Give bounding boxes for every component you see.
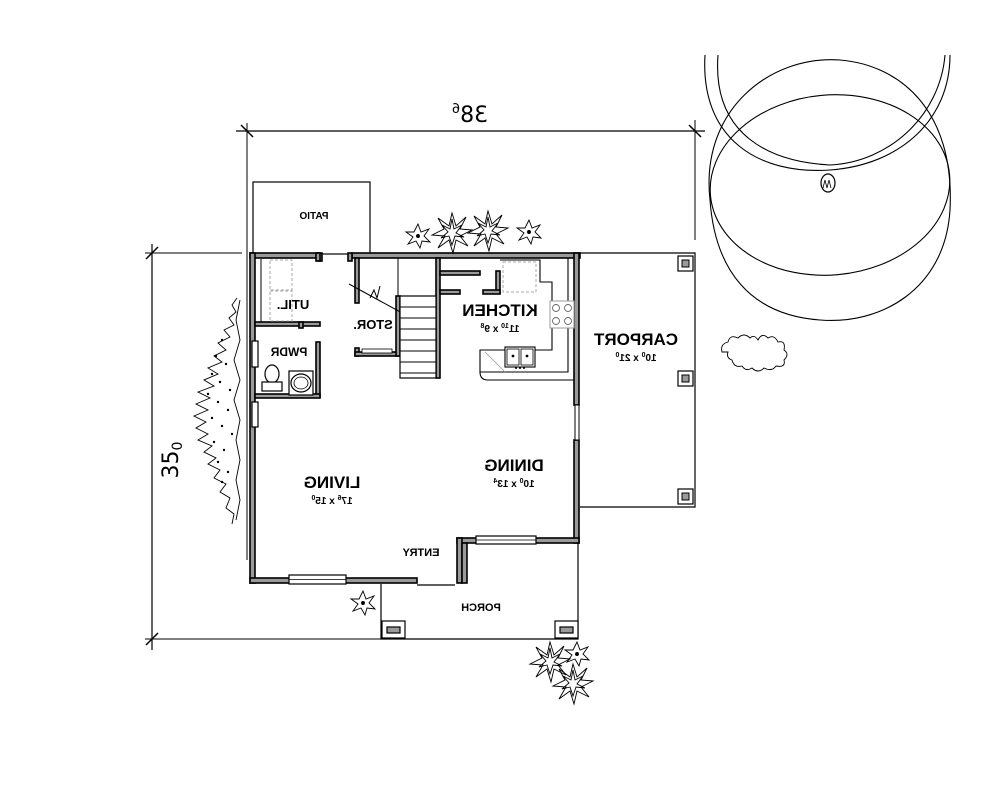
carport-slab [580,252,696,508]
svg-text:PWDR: PWDR [270,345,307,359]
shrub-bed-left [192,297,241,525]
dimension-width: 386 [236,102,705,560]
stor-door-swing [348,283,405,354]
svg-text:PATIO: PATIO [299,211,328,222]
svg-text:100 x 210: 100 x 210 [615,352,656,364]
svg-text:ENTRY: ENTRY [402,547,440,559]
svg-text:STOR.: STOR. [353,317,393,332]
svg-text:PORCH: PORCH [461,602,501,614]
room-label-stor: STOR. [353,317,393,332]
cooktop-icon [549,300,575,329]
depth-dim-sub: 0 [170,442,186,451]
svg-text:386: 386 [452,102,488,128]
depth-dim-value: 35 [159,450,184,478]
kitchen-sink-icon [504,346,536,369]
svg-text:KITCHEN: KITCHEN [462,301,538,320]
tree-icon [704,54,951,322]
svg-text:350: 350 [159,442,186,479]
svg-text:1110 x 98: 1110 x 98 [480,323,519,335]
svg-text:CARPORT: CARPORT [593,330,678,349]
shrub-group-porch [349,589,595,706]
porch-slab [380,543,579,640]
shrub-group-top [404,209,543,255]
sink-icon [288,370,314,396]
dimension-depth: 350 [145,244,385,650]
room-label-porch: PORCH [461,602,501,614]
toilet-icon [261,364,283,392]
svg-text:176 x 150: 176 x 150 [311,495,352,507]
staircase [397,258,437,379]
interior-walls [254,252,501,399]
room-label-living: LIVING 176 x 150 [304,473,361,507]
shrub-icon [721,334,788,372]
room-label-carport: CARPORT 100 x 210 [593,330,678,364]
width-dim-value: 38 [460,103,488,128]
svg-text:LIVING: LIVING [304,473,361,492]
room-label-entry: ENTRY [402,547,440,559]
room-label-kitchen: KITCHEN 1110 x 98 [462,301,538,335]
room-label-patio: PATIO [299,211,328,222]
svg-text:UTIL.: UTIL. [277,297,310,312]
windows [251,340,580,585]
washer-dryer [260,259,293,322]
room-label-dining: DINING 100 x 134 [484,456,544,490]
svg-text:DINING: DINING [484,456,544,475]
width-dim-sup: 6 [452,102,460,117]
kitchen-counters [479,258,574,381]
room-label-util: UTIL. [277,297,310,312]
svg-text:100 x 134: 100 x 134 [493,478,534,490]
room-label-pwdr: PWDR [270,345,307,359]
